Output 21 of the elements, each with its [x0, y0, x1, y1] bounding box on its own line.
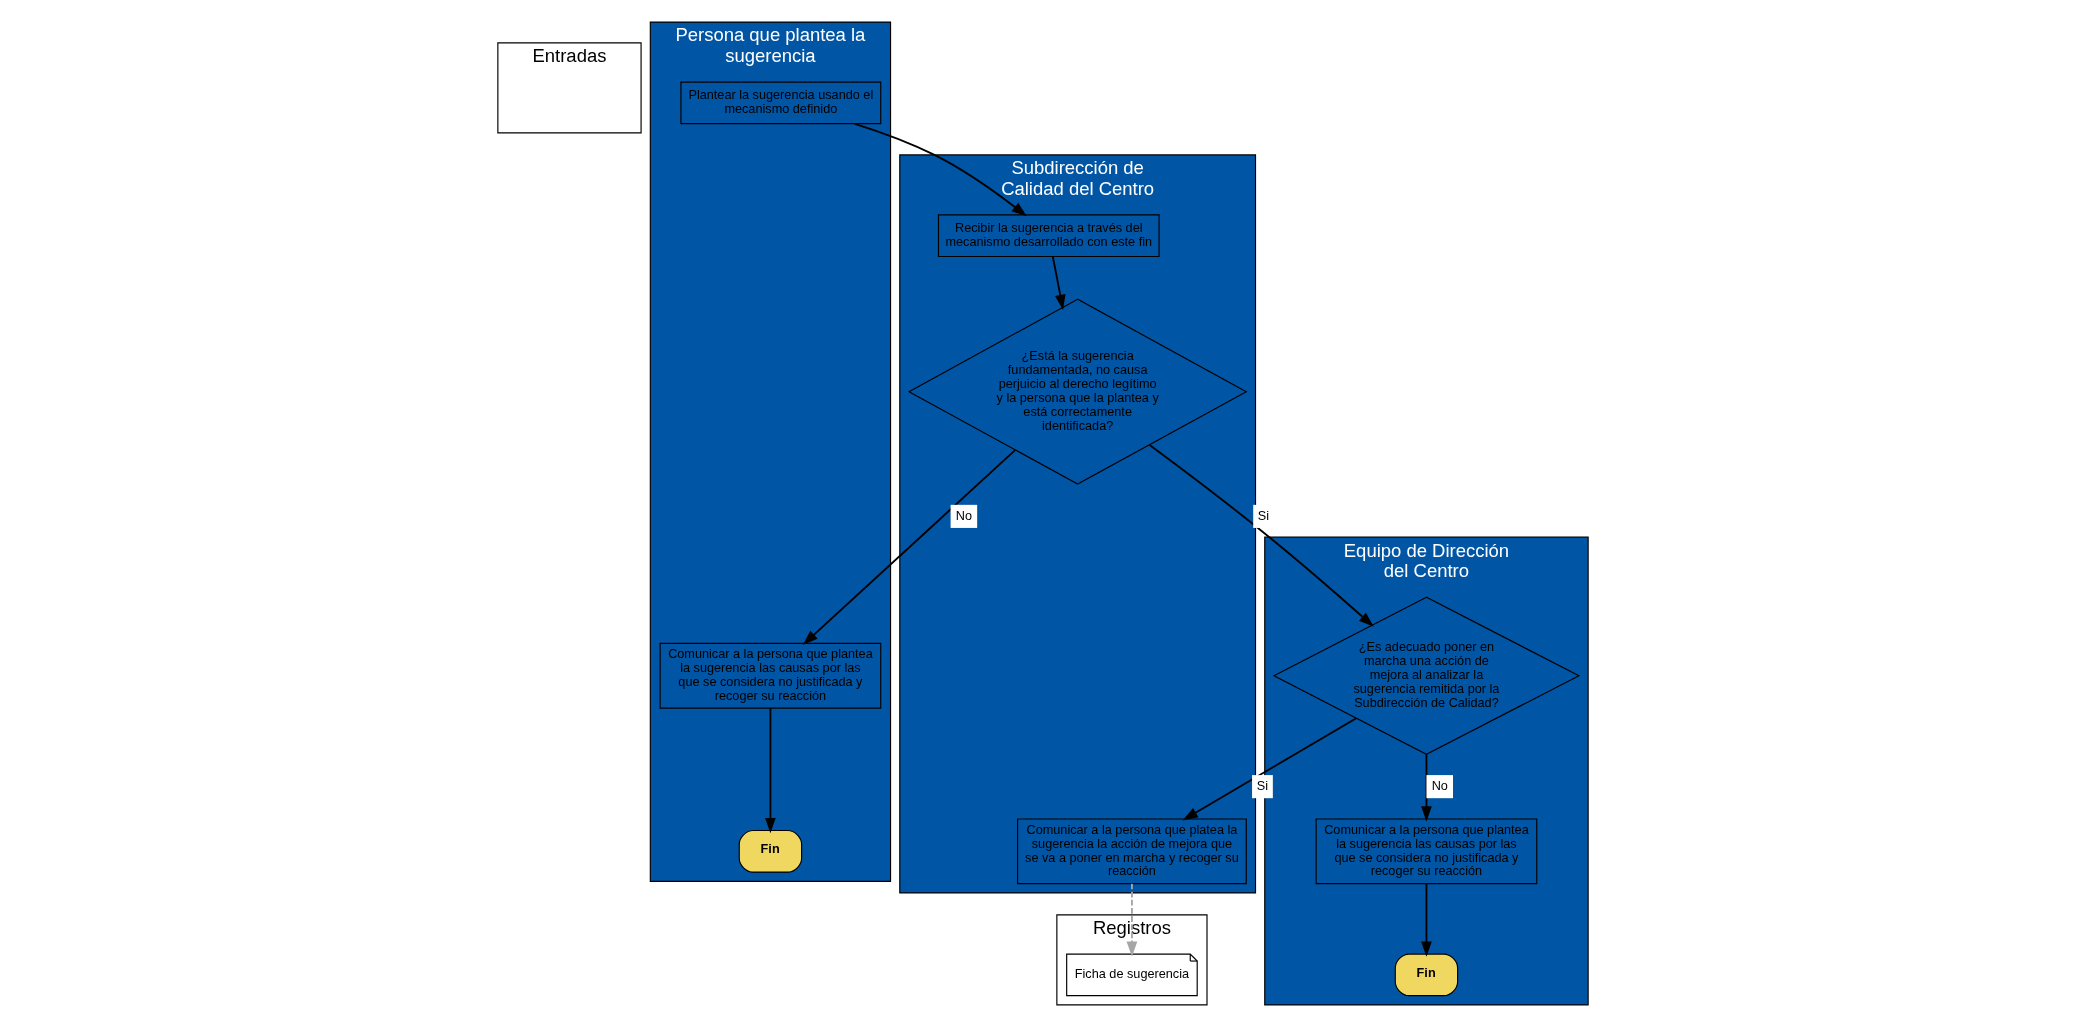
- node-diamond: ¿Es adecuado poner en marcha una acción de mejora al analizar la sugerencia remitida por la Subdirección de Calidad?: [1272, 596, 1580, 755]
- arrow: [1148, 444, 1374, 627]
- arrow: [764, 707, 776, 834]
- arrow: [1182, 717, 1357, 821]
- arrow: [1051, 255, 1065, 311]
- node-box: Comunicar a la persona que plantea la sugerencia las causas por las que se considera no justificada y recoger su reacción: [659, 642, 881, 709]
- node-box: Fin: [738, 829, 802, 873]
- node-diamond: ¿Está la sugerencia fundamentada, no causa perjuicio al derecho legítimo y la persona que la plantea y está correctamente identificada?: [907, 298, 1247, 485]
- node-box: Comunicar a la persona que platea la sugerencia la acción de mejora que se va a poner en marcha y recoger su reacción: [1016, 818, 1247, 885]
- node-box: Plantear la sugerencia usando el mecanismo definido: [679, 81, 881, 125]
- node-box: Recibir la sugerencia a través del mecanismo desarrollado con este fin: [937, 214, 1160, 258]
- arrow: [1126, 882, 1137, 957]
- node-box: Fin: [1394, 953, 1458, 997]
- edge-label: No: [1431, 778, 1448, 793]
- arrow: [1420, 882, 1432, 957]
- node-box: Comunicar a la persona que plantea la sugerencia las causas por las que se considera no justificada y recoger su reacción: [1315, 818, 1537, 885]
- arrow: [802, 449, 1016, 645]
- arrow: [853, 122, 1027, 217]
- edge-label: Si: [1257, 508, 1269, 523]
- node-box: Entradas: [496, 42, 642, 134]
- edge-label: No: [955, 508, 972, 523]
